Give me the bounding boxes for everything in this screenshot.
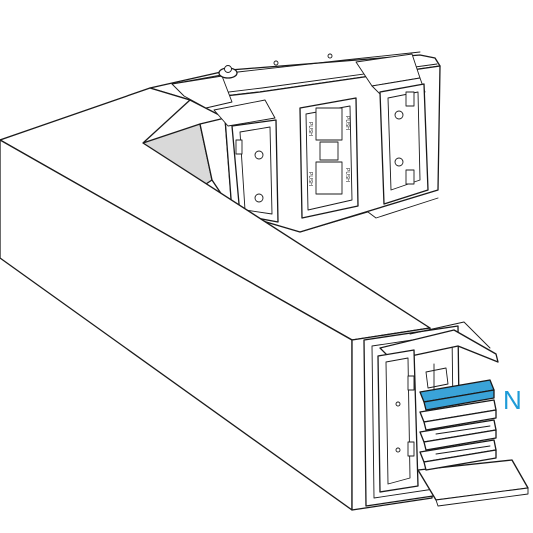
end-connector: [363, 321, 529, 507]
upper-leg: PUSH PUSH PUSH PUSH: [142, 51, 441, 233]
screw-icon: [273, 60, 279, 66]
screw-icon-7: [395, 401, 401, 407]
screw-icon-8: [395, 447, 401, 453]
screw-icon-3: [394, 110, 404, 120]
bolt-head-icon: [224, 65, 232, 73]
slot-icon: [405, 91, 415, 107]
neutral-bracket: [425, 367, 449, 389]
screw-icon-4: [394, 157, 404, 167]
neutral-bar-front: [423, 389, 495, 411]
slot-icon-4: [407, 375, 415, 391]
slot-icon-5: [407, 441, 415, 457]
connector-lip-line: [409, 321, 491, 349]
right-panel-inner: [387, 91, 421, 191]
push-label: PUSH: [307, 172, 313, 186]
push-label: PUSH: [344, 168, 350, 182]
bottom-ridge: [299, 197, 439, 233]
connector-side-rib-inner: [385, 357, 411, 485]
slot-icon-2: [405, 169, 415, 185]
left-panel-inner: [239, 126, 273, 215]
screw-icon-5: [254, 150, 264, 160]
slot-icon-3: [235, 139, 243, 155]
connector-bottom-tray-lip: [435, 487, 529, 507]
tap-off-cover-icon: PUSH PUSH PUSH PUSH: [299, 97, 359, 219]
top-bracket-left: [171, 75, 233, 109]
screw-icon-6: [254, 193, 264, 203]
push-label: PUSH: [307, 122, 313, 136]
top-bracket-left-2: [213, 99, 276, 127]
neutral-bar-icon: [419, 379, 495, 411]
upper-rim: [171, 51, 421, 85]
push-label: PUSH: [344, 116, 350, 130]
busbar-stack: [419, 399, 497, 471]
neutral-label: N: [503, 385, 522, 415]
screw-icon-2: [327, 53, 333, 59]
